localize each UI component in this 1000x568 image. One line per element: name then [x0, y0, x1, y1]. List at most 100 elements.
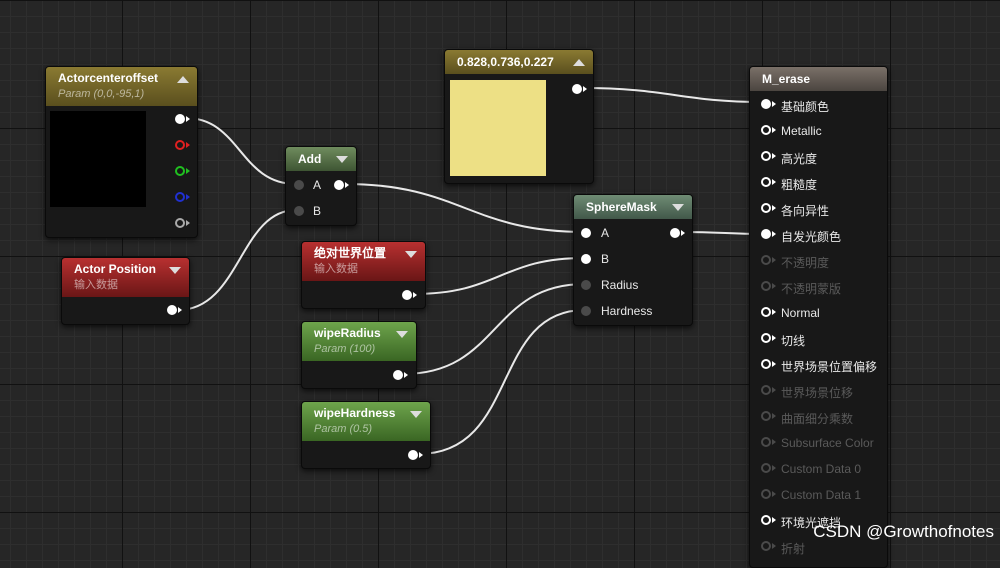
wire-worldpos-to-spheremask-b	[412, 257, 586, 295]
color-preview	[50, 111, 146, 207]
node-header[interactable]: 0.828,0.736,0.227	[445, 50, 593, 74]
input-arrow-icon	[772, 465, 776, 471]
material-input-pin	[761, 255, 771, 265]
node-header[interactable]: SphereMask	[574, 195, 692, 219]
collapse-arrow-icon[interactable]	[396, 331, 408, 338]
material-input-pin[interactable]	[761, 359, 771, 369]
output-pin-a[interactable]	[175, 218, 185, 228]
node-title: wipeRadius	[314, 326, 381, 340]
output-arrow-icon	[186, 220, 190, 226]
output-pin[interactable]	[402, 290, 412, 300]
output-pin[interactable]	[572, 84, 582, 94]
node-absolute-world-position[interactable]: 绝对世界位置 输入数据	[301, 241, 426, 309]
material-input-label: 世界场景位置偏移	[781, 360, 878, 374]
output-arrow-icon	[419, 452, 423, 458]
output-arrow-icon	[186, 168, 190, 174]
pin-label-radius: Radius	[601, 278, 639, 292]
material-input-label: 自发光颜色	[781, 230, 842, 244]
material-input-pin[interactable]	[761, 515, 771, 525]
wire-offset-to-add-a	[185, 117, 297, 185]
input-pin-b[interactable]	[581, 254, 591, 264]
input-arrow-icon	[772, 387, 776, 393]
node-actor-position[interactable]: Actor Position 输入数据	[61, 257, 190, 325]
output-pin[interactable]	[408, 450, 418, 460]
material-input-pin[interactable]	[761, 151, 771, 161]
material-input-pin[interactable]	[761, 203, 771, 213]
material-input-pin[interactable]	[761, 177, 771, 187]
input-pin-a[interactable]	[581, 228, 591, 238]
collapse-arrow-icon[interactable]	[573, 59, 585, 66]
output-pin-r[interactable]	[175, 140, 185, 150]
material-input-pin	[761, 437, 771, 447]
watermark-text: CSDN @Growthofnotes	[813, 522, 994, 541]
node-header[interactable]: M_erase	[750, 67, 887, 91]
wire-color-to-basecolor	[581, 87, 765, 103]
input-pin-b[interactable]	[294, 206, 304, 216]
node-header[interactable]: Actor Position 输入数据	[62, 258, 189, 297]
output-arrow-icon	[178, 307, 182, 313]
node-wipe-radius[interactable]: wipeRadius Param (100)	[301, 321, 417, 389]
input-arrow-icon	[772, 127, 776, 133]
material-input-pin[interactable]	[761, 333, 771, 343]
node-title: Actor Position	[74, 262, 157, 276]
material-input-label: 高光度	[781, 152, 818, 166]
output-arrow-icon	[345, 182, 349, 188]
node-header[interactable]: 绝对世界位置 输入数据	[302, 242, 425, 281]
material-input-label: 切线	[781, 334, 806, 348]
node-actorcenteroffset[interactable]: Actorcenteroffset Param (0,0,-95,1)	[45, 66, 198, 238]
material-input-pin[interactable]	[761, 229, 771, 239]
output-arrow-icon	[583, 86, 587, 92]
node-color-constant[interactable]: 0.828,0.736,0.227	[444, 49, 594, 184]
node-title: wipeHardness	[314, 406, 396, 420]
input-arrow-icon	[772, 283, 776, 289]
material-input-label: 基础颜色	[781, 100, 830, 114]
node-title: Actorcenteroffset	[58, 71, 159, 85]
node-wipe-hardness[interactable]: wipeHardness Param (0.5)	[301, 401, 431, 469]
node-sphere-mask[interactable]: SphereMask A B Radius Hardness	[573, 194, 693, 326]
collapse-arrow-icon[interactable]	[410, 411, 422, 418]
collapse-arrow-icon[interactable]	[336, 156, 348, 163]
input-arrow-icon	[772, 517, 776, 523]
input-arrow-icon	[772, 257, 776, 263]
material-input-label: Custom Data 1	[781, 488, 862, 502]
collapse-arrow-icon[interactable]	[177, 76, 189, 83]
collapse-arrow-icon[interactable]	[672, 204, 684, 211]
pin-label-b: B	[313, 204, 322, 218]
collapse-arrow-icon[interactable]	[169, 267, 181, 274]
node-add[interactable]: Add A B	[285, 146, 357, 226]
node-header[interactable]: Actorcenteroffset Param (0,0,-95,1)	[46, 67, 197, 106]
input-pin-a[interactable]	[294, 180, 304, 190]
material-input-pin	[761, 541, 771, 551]
input-pin-hardness[interactable]	[581, 306, 591, 316]
output-pin-rgba[interactable]	[175, 114, 185, 124]
color-preview	[450, 80, 546, 176]
output-pin-g[interactable]	[175, 166, 185, 176]
output-arrow-icon	[186, 194, 190, 200]
collapse-arrow-icon[interactable]	[405, 251, 417, 258]
output-arrow-icon	[186, 142, 190, 148]
input-arrow-icon	[772, 361, 776, 367]
wire-hardness-to-spheremask	[417, 309, 586, 455]
input-arrow-icon	[772, 231, 776, 237]
wire-radius-to-spheremask	[402, 283, 586, 375]
output-pin[interactable]	[334, 180, 344, 190]
input-arrow-icon	[772, 179, 776, 185]
node-title: 绝对世界位置	[314, 246, 387, 260]
material-input-pin[interactable]	[761, 99, 771, 109]
material-input-label: Metallic	[781, 124, 822, 138]
material-input-pin[interactable]	[761, 307, 771, 317]
node-header[interactable]: wipeRadius Param (100)	[302, 322, 416, 361]
material-input-label: Subsurface Color	[781, 436, 874, 450]
input-pin-radius[interactable]	[581, 280, 591, 290]
input-arrow-icon	[772, 153, 776, 159]
output-pin[interactable]	[167, 305, 177, 315]
output-pin[interactable]	[393, 370, 403, 380]
material-input-pin[interactable]	[761, 125, 771, 135]
output-pin[interactable]	[670, 228, 680, 238]
output-arrow-icon	[681, 230, 685, 236]
material-input-label: 环境光遮挡	[781, 516, 842, 530]
node-header[interactable]: Add	[286, 147, 356, 171]
node-header[interactable]: wipeHardness Param (0.5)	[302, 402, 430, 441]
output-pin-b[interactable]	[175, 192, 185, 202]
